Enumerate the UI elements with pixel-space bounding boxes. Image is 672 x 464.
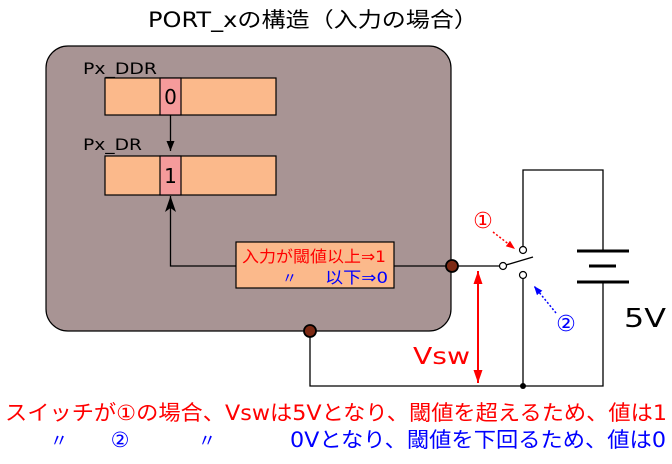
position-1-label: ① bbox=[473, 209, 493, 234]
vsw-label: Vsw bbox=[413, 344, 470, 370]
switch-lever bbox=[505, 256, 534, 266]
explanation-case-2-position: ② bbox=[111, 428, 130, 452]
threshold-rule-high: 入力が閾値以上⇒1 bbox=[242, 247, 386, 266]
threshold-rule-low-ditto: 〃 bbox=[282, 269, 297, 287]
explanation-case-2-result: 0Vとなり、閾値を下回るため、値は0 bbox=[290, 428, 666, 452]
ddr-register bbox=[104, 77, 277, 116]
threshold-logic-box bbox=[235, 241, 395, 289]
dr-bit-value: 1 bbox=[164, 164, 177, 188]
switch-contact-1 bbox=[518, 245, 528, 255]
ground-node bbox=[303, 324, 317, 338]
supply-wire bbox=[522, 169, 604, 251]
dr-register bbox=[104, 155, 277, 196]
ddr-group: Px_DDR 0 bbox=[83, 59, 277, 116]
dr-group: Px_DR 1 bbox=[83, 135, 277, 196]
input-to-dr-arrow bbox=[165, 196, 236, 267]
ground-wire bbox=[309, 282, 604, 387]
explanation-case-2-ditto-1: 〃 bbox=[50, 431, 68, 452]
threshold-rule-low: 以下⇒0 bbox=[325, 268, 388, 287]
threshold-logic: 入力が閾値以上⇒1 〃 以下⇒0 bbox=[235, 241, 395, 289]
switch-contact-2 bbox=[518, 270, 528, 280]
dr-bit-cell bbox=[159, 155, 182, 196]
explanation-case-2-ditto-2: 〃 bbox=[198, 431, 216, 452]
position-2-pointer bbox=[533, 285, 557, 314]
dr-label: Px_DR bbox=[83, 135, 142, 155]
diagram-title: PORT_xの構造（入力の場合） bbox=[148, 8, 478, 33]
position-1-pointer bbox=[492, 231, 516, 250]
explanation-case-2: 〃 ② 〃 0Vとなり、閾値を下回るため、値は0 bbox=[50, 428, 666, 452]
switch bbox=[498, 245, 534, 280]
explanation-case-1: スイッチが①の場合、Vswは5Vとなり、閾値を超えるため、値は1 bbox=[5, 401, 667, 425]
ddr-bit-value: 0 bbox=[164, 85, 177, 109]
port-pin-node bbox=[445, 259, 459, 273]
junction-dot bbox=[520, 383, 526, 389]
switch-common-contact bbox=[498, 261, 508, 271]
battery-5v bbox=[577, 249, 629, 284]
supply-voltage-label: 5V bbox=[624, 304, 666, 334]
position-2-label: ② bbox=[556, 312, 576, 337]
ddr-label: Px_DDR bbox=[83, 59, 157, 79]
